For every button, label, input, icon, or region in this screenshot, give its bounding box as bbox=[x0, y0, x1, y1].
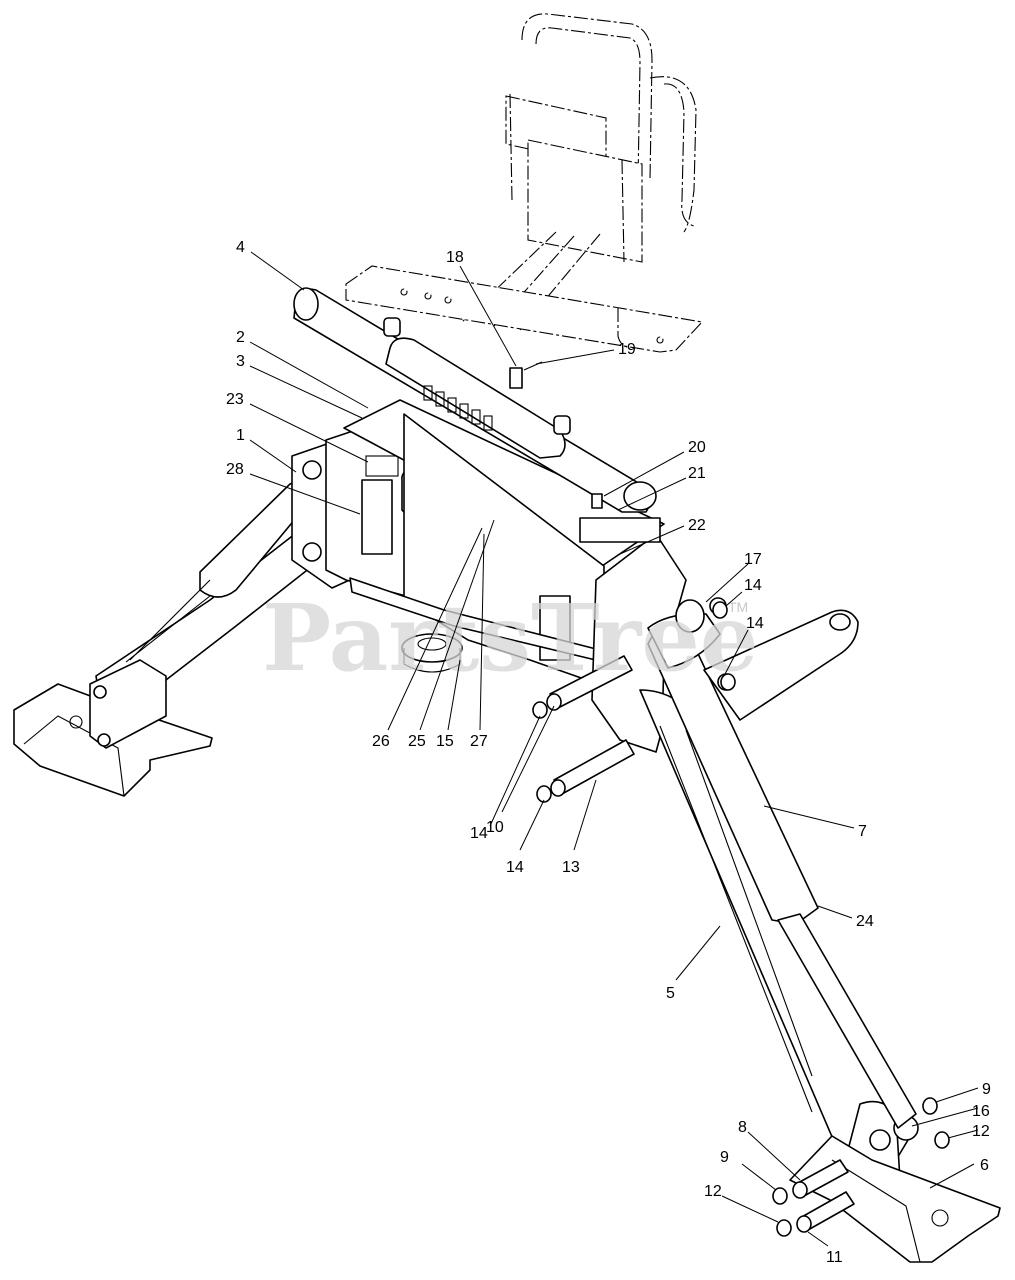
callouts: 4 18 19 2 3 23 1 28 20 21 22 17 14 14 26… bbox=[226, 239, 991, 1266]
callout-16: 16 bbox=[972, 1103, 990, 1120]
callout-25: 25 bbox=[408, 733, 426, 750]
callout-23: 23 bbox=[226, 391, 244, 408]
callout-21: 21 bbox=[688, 465, 706, 482]
callout-24: 24 bbox=[856, 913, 874, 930]
leader-lines bbox=[249, 251, 979, 1247]
main-frame bbox=[291, 399, 687, 753]
stabilizer-arm bbox=[639, 689, 919, 1197]
callout-20: 20 bbox=[688, 439, 706, 456]
callout-14-upper: 14 bbox=[744, 577, 762, 594]
callout-9-left: 9 bbox=[720, 1149, 729, 1166]
phantom-seat-assembly bbox=[345, 13, 704, 353]
callout-22: 22 bbox=[688, 517, 706, 534]
callout-12-left: 12 bbox=[704, 1183, 722, 1200]
watermark-text: PartsTree bbox=[262, 584, 758, 692]
callout-2: 2 bbox=[236, 329, 245, 346]
callout-15: 15 bbox=[436, 733, 454, 750]
callout-12-right: 12 bbox=[972, 1123, 990, 1140]
swing-cylinder bbox=[293, 287, 661, 543]
callout-3: 3 bbox=[236, 353, 245, 370]
watermark: PartsTree TM bbox=[262, 584, 758, 692]
callout-8: 8 bbox=[738, 1119, 747, 1136]
callout-26: 26 bbox=[372, 733, 390, 750]
foot-pad bbox=[772, 1097, 1001, 1263]
stabilizer-cylinder bbox=[647, 597, 917, 1129]
watermark-trademark: TM bbox=[728, 599, 748, 615]
callout-19: 19 bbox=[618, 341, 636, 358]
callout-14-left-lower: 14 bbox=[506, 859, 524, 876]
callout-18: 18 bbox=[446, 249, 464, 266]
callout-1: 1 bbox=[236, 427, 245, 444]
callout-4: 4 bbox=[236, 239, 245, 256]
callout-17: 17 bbox=[744, 551, 762, 568]
callout-14-left-upper: 14 bbox=[470, 825, 488, 842]
callout-27: 27 bbox=[470, 733, 488, 750]
callout-14-right: 14 bbox=[746, 615, 764, 632]
pins-and-washers bbox=[532, 601, 736, 803]
callout-6: 6 bbox=[980, 1157, 989, 1174]
callout-13: 13 bbox=[562, 859, 580, 876]
left-stabilizer bbox=[13, 480, 321, 797]
callout-5: 5 bbox=[666, 985, 675, 1002]
callout-11: 11 bbox=[826, 1249, 843, 1266]
callout-9-right: 9 bbox=[982, 1081, 991, 1098]
callout-28: 28 bbox=[226, 461, 244, 478]
callout-10: 10 bbox=[486, 819, 504, 836]
callout-7: 7 bbox=[858, 823, 867, 840]
